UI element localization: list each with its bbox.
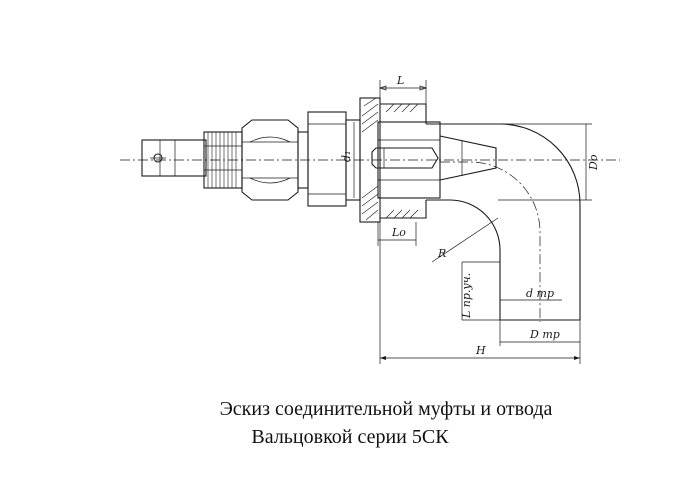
dim-d1: d₁ bbox=[340, 151, 353, 162]
dim-D-tr: D тр bbox=[529, 328, 560, 341]
dim-R: R bbox=[437, 247, 446, 260]
caption-line-1: Эскиз соединительной муфты и отвода bbox=[219, 398, 553, 420]
dim-H: H bbox=[475, 344, 486, 357]
dim-L: L bbox=[396, 74, 404, 87]
dim-d-tr: d тр bbox=[526, 287, 554, 300]
pipe-elbow bbox=[120, 123, 620, 322]
hex-nut bbox=[241, 119, 299, 201]
input-shaft bbox=[141, 139, 207, 177]
caption-line-2: Вальцовкой серии 5СК bbox=[251, 426, 449, 448]
dim-Lo: Lo bbox=[391, 226, 406, 239]
dim-L-pruch: L пр.уч. bbox=[460, 273, 473, 319]
dimensions bbox=[353, 80, 592, 364]
dim-Do: Do bbox=[587, 154, 600, 171]
